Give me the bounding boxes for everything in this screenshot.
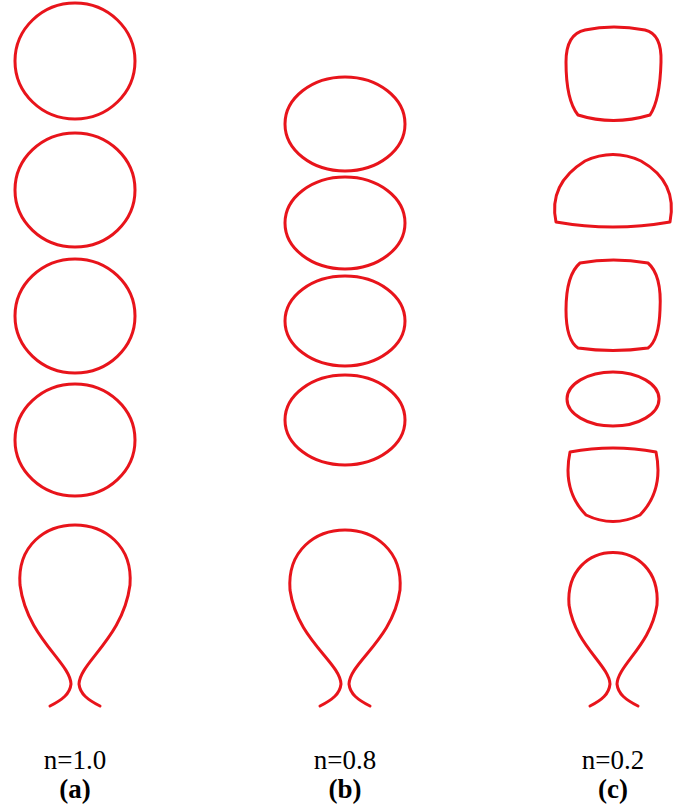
bubble-outline: [15, 384, 135, 496]
bubble-outline: [15, 133, 135, 247]
bubble-outline: [15, 259, 135, 373]
panel-label: (a): [59, 776, 90, 803]
bubble-outline: [566, 260, 660, 351]
parameter-label: n=0.2: [582, 747, 644, 774]
bubble-outline: [566, 27, 661, 121]
bubble-outline: [15, 3, 135, 119]
bubble-outline: [285, 177, 405, 269]
bubble-outline: [285, 276, 405, 366]
panel-label: (b): [329, 776, 362, 803]
parameter-label: n=1.0: [44, 747, 106, 774]
panel-label: (c): [598, 776, 628, 803]
detaching-bubble: [569, 553, 657, 707]
detaching-bubble: [290, 530, 400, 706]
bubble-outline: [285, 77, 405, 171]
bubble-outline: [285, 375, 405, 465]
bubble-outline: [567, 372, 659, 426]
bubble-outline: [568, 448, 658, 522]
detaching-bubble: [20, 525, 130, 706]
bubble-outline: [555, 155, 672, 228]
parameter-label: n=0.8: [314, 747, 376, 774]
